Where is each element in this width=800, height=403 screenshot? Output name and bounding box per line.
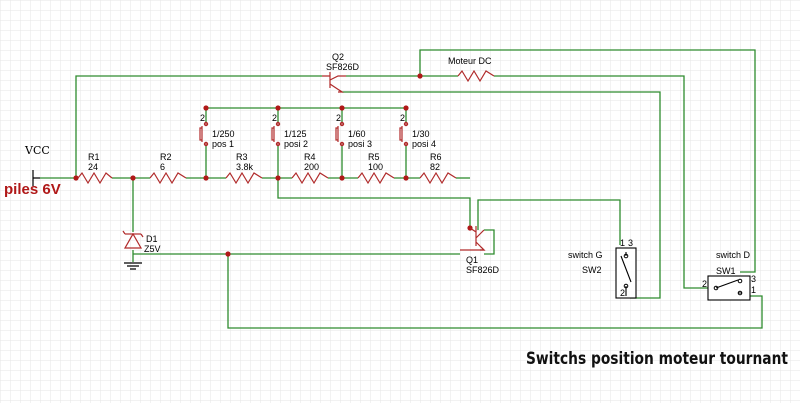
transistor-q1 bbox=[460, 226, 486, 251]
resistor-r2 bbox=[149, 171, 187, 185]
d1-value: Z5V bbox=[144, 244, 161, 254]
push-button-1 bbox=[199, 121, 209, 147]
button-1-label1: 1/250 bbox=[212, 129, 235, 139]
d1-ref: D1 bbox=[146, 234, 158, 244]
push-buttons bbox=[199, 121, 409, 147]
ground-icon bbox=[124, 262, 142, 270]
r3-ref: R3 bbox=[236, 152, 248, 162]
q2-ref: Q2 bbox=[332, 52, 344, 62]
switch-g-pin3: 3 bbox=[628, 238, 633, 248]
junction-nodes bbox=[73, 73, 473, 257]
r2-ref: R2 bbox=[160, 152, 172, 162]
diagram-caption: Switchs position moteur tournant bbox=[526, 349, 788, 369]
transistor-q2 bbox=[322, 72, 346, 93]
switch-d-ref: SW1 bbox=[716, 266, 736, 276]
switch-g-pin2: 2 bbox=[620, 288, 625, 298]
button-4-pin: 2 bbox=[400, 113, 405, 123]
switch-d-pin1: 1 bbox=[751, 285, 756, 295]
button-3-pin: 2 bbox=[336, 113, 341, 123]
r6-ref: R6 bbox=[430, 152, 442, 162]
switch-d-title: switch D bbox=[716, 250, 751, 260]
q1-ref: Q1 bbox=[466, 255, 478, 265]
r5-ref: R5 bbox=[368, 152, 380, 162]
switch-g-ref: SW2 bbox=[582, 265, 602, 275]
switch-d-pin3: 3 bbox=[751, 274, 756, 284]
push-button-3 bbox=[335, 121, 345, 147]
button-2-label1: 1/125 bbox=[284, 129, 307, 139]
q2-value: SF826D bbox=[326, 62, 360, 72]
resistor-r6 bbox=[419, 171, 457, 185]
resistor-r5 bbox=[357, 171, 395, 185]
button-3-label2: posi 3 bbox=[348, 139, 372, 149]
button-4-label1: 1/30 bbox=[412, 129, 430, 139]
vcc-supply: VCC piles 6V bbox=[4, 144, 61, 198]
r3-value: 3.8k bbox=[236, 162, 254, 172]
r6-value: 82 bbox=[430, 162, 440, 172]
switch-d-pin2: 2 bbox=[702, 279, 707, 289]
switch-g-pin1: 1 bbox=[620, 238, 625, 248]
q1-value: SF826D bbox=[466, 265, 500, 275]
button-1-pin: 2 bbox=[200, 113, 205, 123]
r1-ref: R1 bbox=[88, 152, 100, 162]
r1-value: 24 bbox=[88, 162, 98, 172]
vcc-label: VCC bbox=[24, 144, 50, 157]
button-3-label1: 1/60 bbox=[348, 129, 366, 139]
resistor-r4 bbox=[291, 171, 329, 185]
supply-label: piles 6V bbox=[4, 181, 61, 198]
switch-d bbox=[707, 275, 751, 301]
button-4-label2: posi 4 bbox=[412, 139, 436, 149]
resistor-r1 bbox=[77, 171, 113, 185]
r4-ref: R4 bbox=[304, 152, 316, 162]
zener-diode-d1 bbox=[122, 230, 144, 249]
button-2-pin: 2 bbox=[272, 113, 277, 123]
r5-value: 100 bbox=[368, 162, 383, 172]
push-button-2 bbox=[271, 121, 281, 147]
resistor-motor bbox=[457, 69, 495, 83]
switch-g bbox=[615, 247, 637, 299]
switch-g-title: switch G bbox=[568, 250, 603, 260]
resistors bbox=[77, 69, 495, 185]
button-1-label2: pos 1 bbox=[212, 139, 234, 149]
wires bbox=[40, 49, 763, 329]
push-button-4 bbox=[399, 121, 409, 147]
resistor-r3 bbox=[225, 171, 263, 185]
button-2-label2: posi 2 bbox=[284, 139, 308, 149]
motor-label: Moteur DC bbox=[448, 56, 492, 66]
r4-value: 200 bbox=[304, 162, 319, 172]
r2-value: 6 bbox=[160, 162, 165, 172]
